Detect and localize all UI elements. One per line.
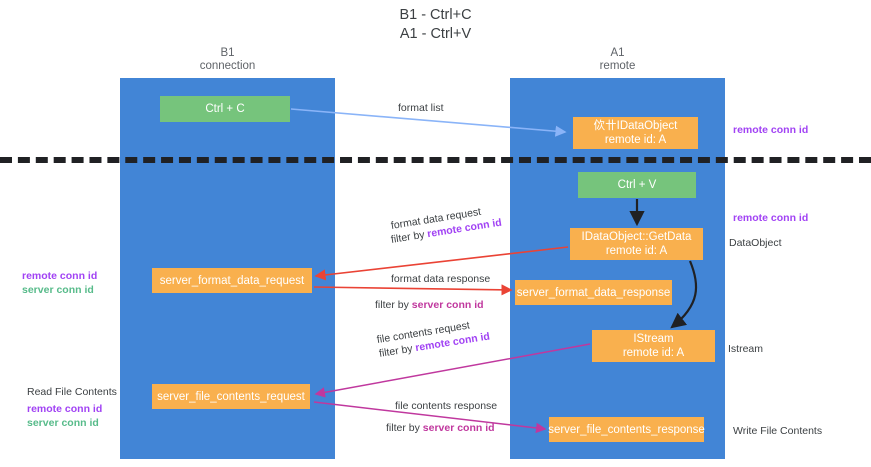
node-idataobject-getdata[interactable]: IDataObject::GetData remote id: A (570, 228, 703, 260)
node-label-line1: server_file_contents_request (157, 390, 305, 403)
annotation-remote-conn-id-mid: remote conn id (733, 212, 809, 224)
annotation-remote-conn-id-top: remote conn id (733, 124, 809, 136)
node-label-line1: Ctrl + C (205, 103, 245, 115)
node-label-line2: remote id: A (605, 245, 668, 257)
filter-key-server-conn-id: server conn id (411, 299, 484, 311)
column-header-b1: B1 connection (199, 47, 256, 72)
node-label-line1: server_file_contents_response (548, 423, 705, 436)
node-server-file-contents-response[interactable]: server_file_contents_response (548, 417, 705, 442)
annotation-left-server-conn-id: server conn id (22, 284, 94, 296)
node-server-format-data-request[interactable]: server_format_data_request (152, 268, 312, 293)
annotation-left-server-conn-id-2: server conn id (27, 417, 99, 429)
node-label-line1: IDataObject::GetData (581, 231, 692, 243)
node-ctrl-v[interactable]: Ctrl + V (578, 172, 696, 198)
filter-prefix: filter by (375, 299, 412, 311)
annotation-left-remote-conn-id-2: remote conn id (27, 403, 103, 415)
annotation-dataobject: DataObject (729, 237, 782, 249)
node-label-line1: server_format_data_request (159, 274, 305, 287)
node-label-line1: IStream (633, 333, 674, 345)
node-label-line1: server_format_data_response (516, 286, 671, 299)
node-label-line1: Ctrl + V (617, 179, 657, 191)
node-server-file-contents-request[interactable]: server_file_contents_request (152, 384, 310, 409)
node-label-line2: remote id: A (604, 134, 667, 146)
annotation-read-file-contents: Read File Contents (27, 386, 117, 398)
node-server-format-data-response[interactable]: server_format_data_response (515, 280, 672, 305)
section-divider (0, 157, 871, 163)
node-idataobject[interactable]: 佽〹IDataObject remote id: A (573, 117, 698, 149)
filter-prefix: filter by (386, 422, 423, 434)
edge-label-format-data-response-filter: filter by server conn id (375, 298, 484, 312)
edge-label-file-contents-response: file contents response (395, 400, 498, 412)
edge-label-format-data-response: format data response (391, 273, 491, 285)
annotation-left-remote-conn-id: remote conn id (22, 270, 98, 282)
node-ctrl-c[interactable]: Ctrl + C (160, 96, 290, 122)
column-header-a1: A1 remote (599, 47, 636, 72)
edge-label-format-list: format list (398, 102, 444, 114)
node-istream[interactable]: IStream remote id: A (592, 330, 715, 362)
node-label-line2: remote id: A (622, 347, 685, 359)
filter-key-server-conn-id: server conn id (422, 422, 495, 434)
edge-label-file-contents-response-filter: filter by server conn id (386, 421, 495, 435)
node-label-line1: 佽〹IDataObject (593, 120, 678, 132)
page-title: B1 - Ctrl+C A1 - Ctrl+V (399, 7, 472, 42)
annotation-write-file-contents: Write File Contents (733, 425, 823, 437)
annotation-istream: Istream (728, 343, 764, 355)
